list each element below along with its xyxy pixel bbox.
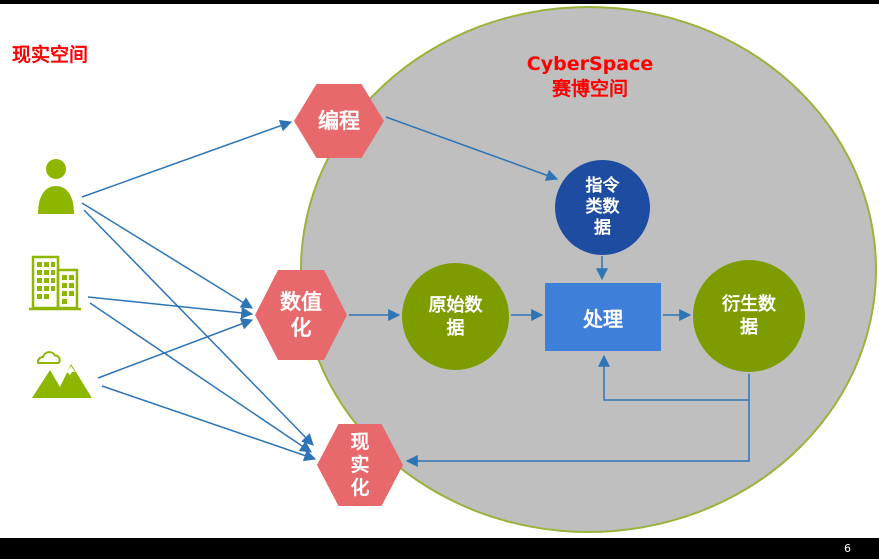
bottom-black-bar [0,538,879,559]
person-icon [36,158,76,214]
cyberspace-title: CyberSpace 赛博空间 [526,53,654,100]
derived-data-node: 衍生数 据 [693,260,805,372]
instruction-data-node: 指令 类数 据 [555,160,650,255]
top-black-bar [0,0,879,4]
page-number: 6 [844,542,851,555]
process-node: 处理 [545,283,661,351]
mountains-icon [30,350,94,400]
real-space-label: 现实空间 [12,44,89,66]
raw-data-node: 原始数 据 [402,263,509,370]
hex-realization: 现 实 化 [317,424,403,506]
buildings-icon [28,254,82,312]
